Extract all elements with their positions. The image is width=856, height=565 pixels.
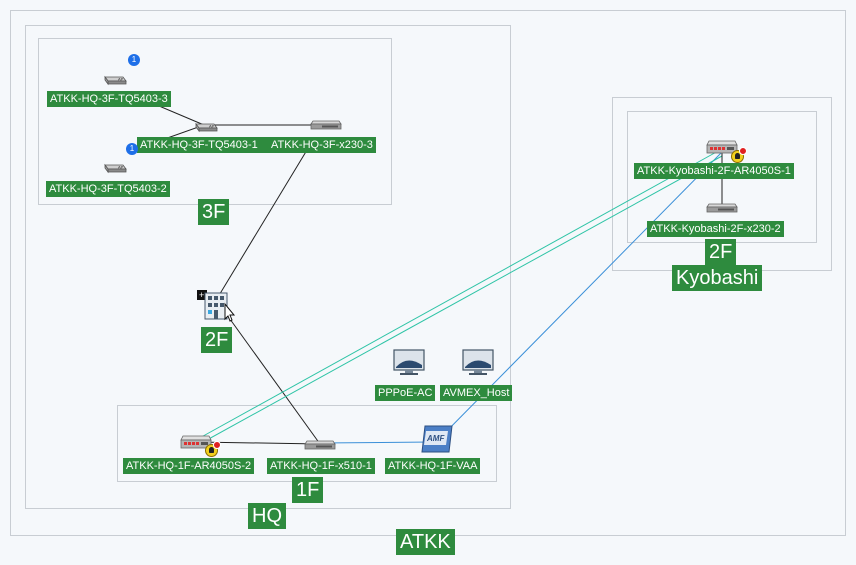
- node-label-hq-router[interactable]: ATKK-HQ-1F-AR4050S-2: [123, 458, 255, 474]
- wireless-ap-icon[interactable]: AP: [103, 72, 127, 86]
- node-label-vaa[interactable]: ATKK-HQ-1F-VAA: [385, 458, 481, 474]
- link-router1f-to-kyorouter-a[interactable]: [195, 149, 721, 441]
- monitor-icon[interactable]: [393, 349, 425, 377]
- link-router1f-to-kyorouter-b[interactable]: [195, 155, 723, 447]
- link-sw1f-to-vaa[interactable]: [319, 441, 433, 444]
- wireless-ap-icon[interactable]: AP: [194, 119, 218, 133]
- switch-icon[interactable]: [310, 119, 342, 131]
- group-label-1f: 1F: [292, 477, 324, 503]
- node-label-hq-switch[interactable]: ATKK-HQ-1F-x510-1: [267, 458, 375, 474]
- alarm-indicator-icon: [739, 147, 747, 155]
- node-label-switch-3f[interactable]: ATKK-HQ-3F-x230-3: [268, 137, 376, 153]
- svg-text:AMF: AMF: [426, 434, 445, 443]
- node-label-ap-3f-1[interactable]: ATKK-HQ-3F-TQ5403-1: [137, 137, 269, 153]
- link-2f-to-sw1f[interactable]: [221, 307, 321, 445]
- group-label-kyobashi-2f: 2F: [705, 239, 737, 265]
- group-label-hq: HQ: [248, 503, 286, 529]
- node-label-avmex[interactable]: AVMEX_Host: [440, 385, 513, 401]
- alarm-indicator-icon: [213, 441, 221, 449]
- node-label-ap-3f-3[interactable]: ATKK-HQ-3F-TQ5403-3: [47, 91, 171, 107]
- group-label-kyobashi: Kyobashi: [672, 265, 763, 291]
- router-icon[interactable]: [706, 139, 738, 155]
- switch-icon[interactable]: [706, 202, 738, 214]
- event-count-badge[interactable]: 1: [126, 143, 138, 155]
- link-sw3f-to-2f[interactable]: [217, 149, 308, 298]
- group-label-2f: 2F: [201, 327, 233, 353]
- svg-text:+: +: [199, 290, 204, 300]
- node-label-kyobashi-switch[interactable]: ATKK-Kyobashi-2F-x230-2: [647, 221, 784, 237]
- svg-text:AP: AP: [118, 165, 124, 170]
- wireless-ap-icon[interactable]: AP: [103, 160, 127, 174]
- group-label-3f: 3F: [198, 199, 230, 225]
- node-label-ap-3f-2[interactable]: ATKK-HQ-3F-TQ5403-2: [46, 181, 170, 197]
- svg-text:AP: AP: [118, 77, 124, 82]
- switch-icon[interactable]: [304, 439, 336, 451]
- amf-appliance-icon[interactable]: AMF: [421, 425, 453, 455]
- building-icon[interactable]: +: [197, 290, 241, 322]
- monitor-icon[interactable]: [462, 349, 494, 377]
- group-label-atkk: ATKK: [396, 529, 455, 555]
- svg-text:AP: AP: [209, 124, 215, 129]
- node-label-kyobashi-router[interactable]: ATKK-Kyobashi-2F-AR4050S-1: [634, 163, 794, 179]
- node-label-pppoe[interactable]: PPPoE-AC: [375, 385, 436, 401]
- event-count-badge[interactable]: 1: [128, 54, 140, 66]
